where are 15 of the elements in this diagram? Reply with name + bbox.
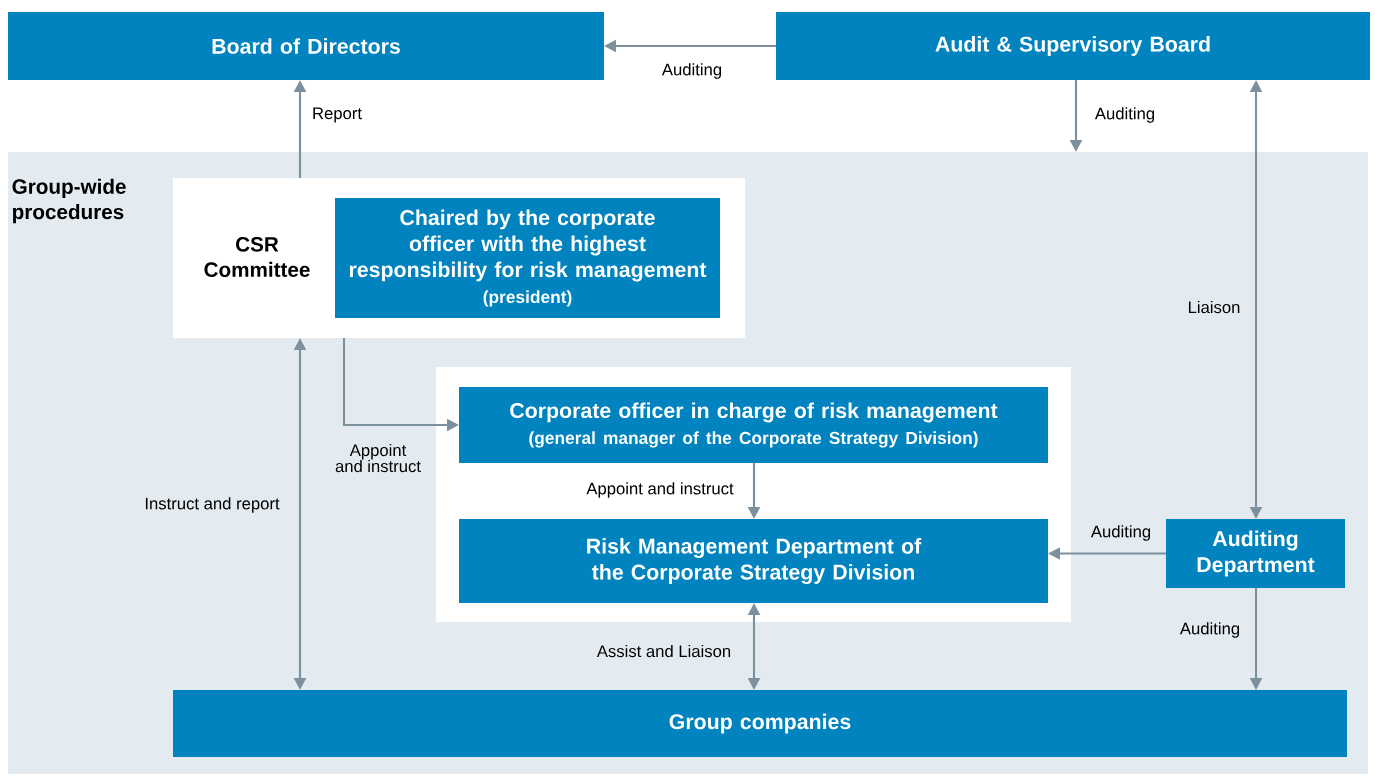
edge-label: Auditing	[659, 61, 725, 81]
edge-label: Appoint and instruct	[322, 441, 434, 475]
edge-label: Auditing	[1177, 620, 1243, 640]
edge-label: Auditing	[1088, 523, 1154, 543]
process-box: Chaired by the corporate officer with the highest responsibility for risk management (president)	[335, 198, 720, 318]
edge-label: Instruct and report	[142, 495, 282, 515]
edge-label: Appoint and instruct	[584, 480, 736, 500]
process-box: Corporate officer in charge of risk management (general manager of the Corporate Strategy Division)	[459, 387, 1048, 463]
process-box: Risk Management Department of the Corporate Strategy Division	[459, 519, 1048, 603]
edge-label: Report	[310, 105, 364, 125]
process-box: Auditing Department	[1166, 519, 1345, 588]
edge-label: Auditing	[1092, 105, 1158, 125]
process-box: Group companies	[173, 690, 1347, 757]
process-box: Board of Directors	[8, 12, 604, 80]
process-box: Audit & Supervisory Board	[776, 12, 1370, 80]
